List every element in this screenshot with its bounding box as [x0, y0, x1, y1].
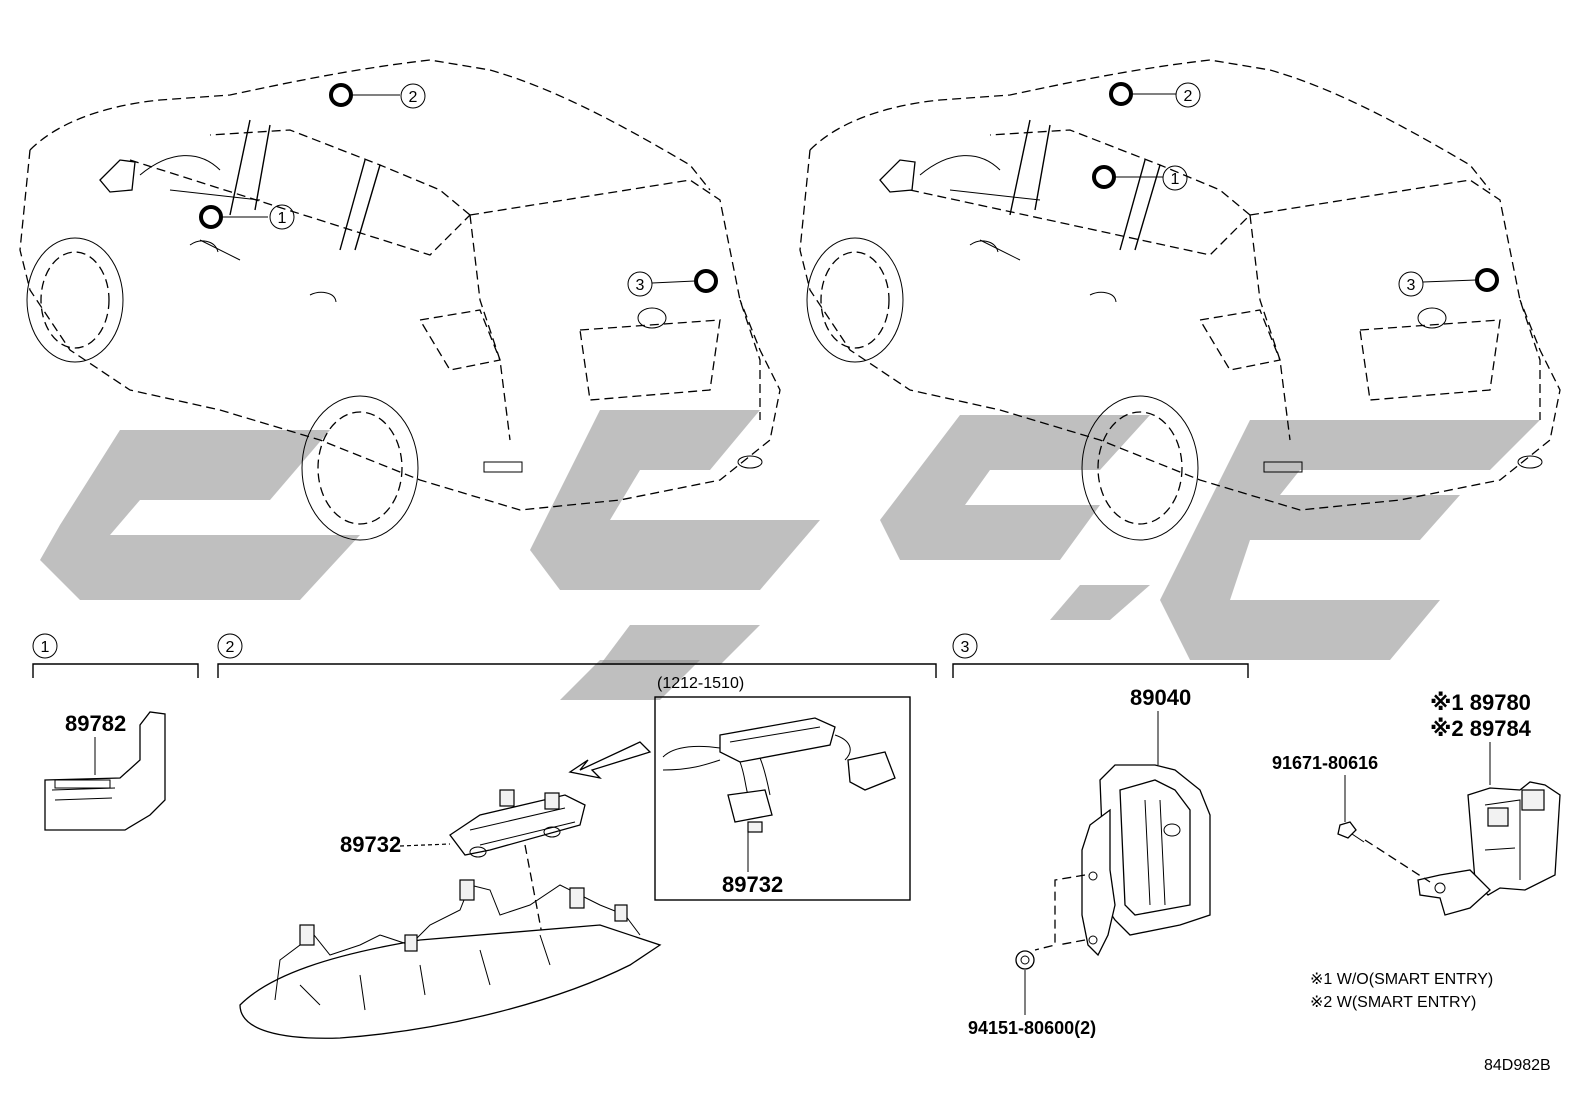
callout-1-left: 1: [278, 210, 287, 227]
part-number-91671: 91671-80616: [1272, 753, 1378, 773]
part-89782: 89782: [44, 711, 166, 831]
watermark-logo: [40, 410, 1540, 700]
section-2-label: 2: [226, 639, 235, 656]
part-number-94151: 94151-80600(2): [968, 1018, 1096, 1038]
part-number-89780: ※1 89780: [1430, 690, 1531, 715]
section-brackets: 1 2 3: [32, 633, 1249, 678]
part-number-89784: ※2 89784: [1430, 716, 1532, 741]
callout-1-right: 1: [1171, 171, 1180, 188]
part-89780-89784: ※1 89780 ※2 89784 91671-80616: [1272, 690, 1561, 916]
notes: ※1 W/O(SMART ENTRY) ※2 W(SMART ENTRY): [1310, 971, 1493, 1011]
inset-range-label: (1212-1510): [657, 675, 744, 692]
callout-3-left: 3: [636, 277, 645, 294]
vehicle-right: 2 1 3: [799, 59, 1561, 541]
part-number-89732-inset: 89732: [722, 872, 783, 897]
part-number-89782: 89782: [65, 711, 126, 736]
part-89040: 89040 94151-80600(2): [968, 685, 1211, 1038]
callout-2-right: 2: [1184, 88, 1193, 105]
inset-1212-1510: (1212-1510) 89732: [654, 675, 911, 901]
callout-2-left: 2: [409, 89, 418, 106]
note-with-smart-entry: ※2 W(SMART ENTRY): [1310, 994, 1476, 1011]
part-89732-main: 89732: [239, 741, 662, 1039]
part-number-89732-main: 89732: [340, 832, 401, 857]
callout-3-right: 3: [1407, 277, 1416, 294]
vehicle-left: 2 1 3: [19, 59, 781, 541]
section-1-label: 1: [41, 639, 50, 656]
part-number-89040: 89040: [1130, 685, 1191, 710]
section-3-label: 3: [961, 639, 970, 656]
diagram-code: 84D982B: [1484, 1057, 1551, 1074]
note-without-smart-entry: ※1 W/O(SMART ENTRY): [1310, 971, 1493, 988]
